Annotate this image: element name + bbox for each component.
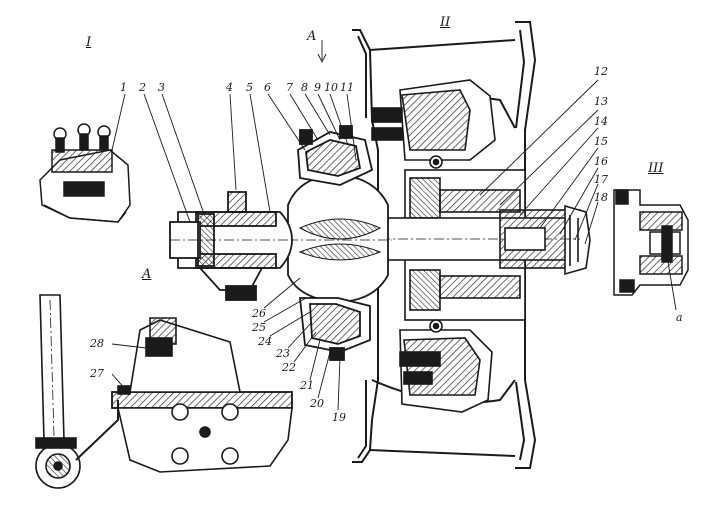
leader-lines <box>111 40 677 411</box>
callout-11: 11 <box>340 81 354 94</box>
callout-4: 4 <box>226 81 233 94</box>
callout-26: 26 <box>252 307 266 320</box>
callout-17: 17 <box>594 173 608 186</box>
view-label-I: I <box>86 35 92 50</box>
inset-view-III <box>613 189 689 296</box>
callout-2: 2 <box>139 81 146 94</box>
callout-16: 16 <box>594 155 608 168</box>
view-label-II: II <box>440 15 451 30</box>
section-A-view <box>35 294 293 489</box>
callout-8: 8 <box>301 81 308 94</box>
callout-28: 28 <box>90 337 104 350</box>
callout-12: 12 <box>594 65 608 78</box>
view-arrow-label-A: A <box>307 29 317 44</box>
callout-9: 9 <box>314 81 321 94</box>
callout-25: 25 <box>252 321 266 334</box>
callout-10: 10 <box>324 81 338 94</box>
section-label-A: A <box>142 267 152 282</box>
steering-knuckle <box>287 125 392 361</box>
callout-18: 18 <box>594 191 608 204</box>
callout-1: 1 <box>120 81 127 94</box>
callout-20: 20 <box>310 397 324 410</box>
callout-14: 14 <box>594 115 608 128</box>
callout-5: 5 <box>246 81 253 94</box>
callout-23: 23 <box>276 347 290 360</box>
callout-13: 13 <box>594 95 608 108</box>
callout-19: 19 <box>332 411 346 424</box>
callout-22: 22 <box>282 361 296 374</box>
axle-shaft <box>379 204 591 276</box>
callout-3: 3 <box>158 81 165 94</box>
axle-housing <box>169 191 293 301</box>
callout-27: 27 <box>90 367 104 380</box>
inset-view-I <box>39 123 131 223</box>
callout-21: 21 <box>300 379 314 392</box>
callout-24: 24 <box>258 335 272 348</box>
view-label-III: III <box>648 161 664 176</box>
callout-7: 7 <box>286 81 293 94</box>
callout-15: 15 <box>594 135 608 148</box>
callout-6: 6 <box>264 81 271 94</box>
callout-a: a <box>676 311 683 324</box>
wheel-hub <box>371 79 526 413</box>
